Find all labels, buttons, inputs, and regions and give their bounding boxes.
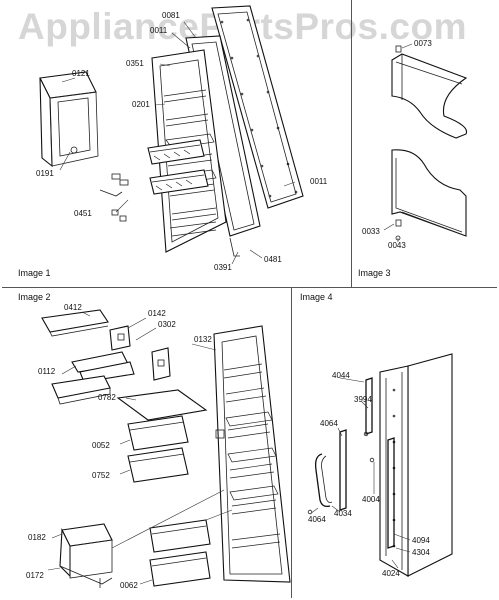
part-label: 4034: [334, 509, 352, 518]
part-label: 0351: [126, 59, 144, 68]
dispenser-trim: [41, 309, 109, 337]
part-label: 0182: [28, 533, 46, 542]
hinge-parts: [99, 173, 240, 257]
part-label: 4064: [320, 419, 338, 428]
part-label: 0073: [414, 39, 432, 48]
part-label: 0033: [362, 227, 380, 236]
part-label: 4094: [412, 536, 430, 545]
part-label: 0052: [92, 441, 110, 450]
brackets: [109, 325, 171, 381]
image3-drawing: [383, 43, 468, 242]
part-label: 4064: [308, 515, 326, 524]
part-label: 0201: [132, 100, 150, 109]
part-label: 4044: [332, 371, 350, 380]
panel-title-image1: Image 1: [18, 268, 51, 278]
part-label: 0062: [120, 581, 138, 590]
image4-leaders: [309, 377, 411, 569]
door-bins: [147, 139, 209, 195]
part-label: 0011: [310, 177, 328, 186]
image3-leaders: [383, 43, 413, 242]
part-label: 0043: [388, 241, 406, 250]
part-label: 0011: [150, 26, 168, 35]
door-panel-bottom: [391, 149, 467, 237]
door-bins-image2: [127, 415, 211, 587]
part-label: 0121: [72, 69, 90, 78]
part-label: 0412: [64, 303, 82, 312]
panel-title-image4: Image 4: [300, 292, 333, 302]
glass-shelf: [116, 389, 208, 421]
drawer-rails: [51, 351, 135, 405]
dispenser-cover: [39, 71, 99, 168]
part-label: 0191: [36, 169, 54, 178]
door-handle: [314, 453, 333, 508]
door-liner-image2: [213, 325, 291, 583]
part-label: 0302: [158, 320, 176, 329]
dispenser-box: [59, 523, 113, 588]
door-panel-top: [391, 53, 468, 139]
part-label: 0081: [162, 11, 180, 20]
panel-title-image3: Image 3: [358, 268, 391, 278]
part-label: 0142: [148, 309, 166, 318]
trim-strips: [339, 377, 395, 549]
part-label: 4304: [412, 548, 430, 557]
part-label: 0112: [38, 367, 56, 376]
part-label: 0391: [214, 263, 232, 272]
part-label: 4004: [362, 495, 380, 504]
panel-title-image2: Image 2: [18, 292, 51, 302]
part-label: 4024: [382, 569, 400, 578]
part-label: 3994: [354, 395, 372, 404]
image1-leaders: [59, 21, 296, 265]
part-label: 0172: [26, 571, 44, 580]
door-gasket: [211, 5, 304, 209]
part-label: 0782: [98, 393, 116, 402]
part-label: 0132: [194, 335, 212, 344]
part-label: 0451: [74, 209, 92, 218]
image4-drawing: [307, 353, 453, 577]
image1-drawing: [39, 5, 304, 265]
image2-drawing: [41, 309, 291, 588]
part-label: 0752: [92, 471, 110, 480]
part-label: 0481: [264, 255, 282, 264]
panel-frame-image4: [291, 287, 497, 598]
image2-leaders: [47, 311, 233, 585]
